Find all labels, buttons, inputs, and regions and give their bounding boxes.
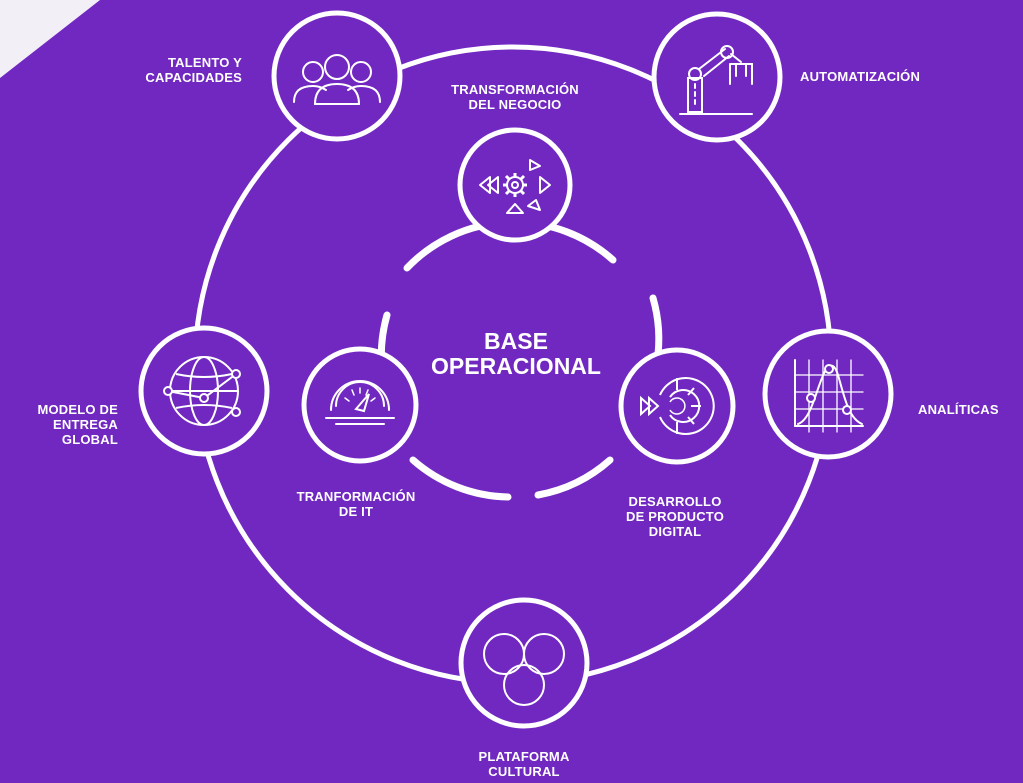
- product-node: [618, 347, 736, 465]
- talent-node: [271, 10, 403, 142]
- culture-label: PLATAFORMA CULTURAL: [478, 749, 570, 779]
- automation-node: [651, 11, 783, 143]
- automation-label: AUTOMATIZACIÓN: [800, 69, 921, 84]
- globe-network-icon: [163, 356, 241, 426]
- bell-curve-chart-icon: [794, 359, 864, 433]
- trefoil-loops-icon: [483, 633, 565, 706]
- fast-forward-cycle-icon: [640, 377, 715, 435]
- robotic-arm-icon: [679, 45, 753, 115]
- analytics-node: [762, 328, 894, 460]
- business-transformation-label: TRANSFORMACIÓN DEL NEGOCIO: [451, 82, 579, 112]
- business-node: [457, 127, 573, 243]
- global-delivery-label: MODELO DE ENTREGA GLOBAL: [37, 402, 118, 447]
- it-transformation-label: TRANFORMACIÓN DE IT: [296, 489, 416, 519]
- center-title: BASE OPERACIONAL: [431, 328, 601, 379]
- culture-node: [458, 597, 590, 729]
- speedometer-gear-icon: [325, 380, 395, 425]
- analytics-label: ANALÍTICAS: [918, 402, 999, 417]
- digital-product-label: DESARROLLO DE PRODUCTO DIGITAL: [625, 494, 725, 539]
- talent-label: TALENTO Y CAPACIDADES: [145, 55, 242, 85]
- people-icon: [293, 54, 381, 105]
- gear-arrows-icon: [479, 159, 551, 214]
